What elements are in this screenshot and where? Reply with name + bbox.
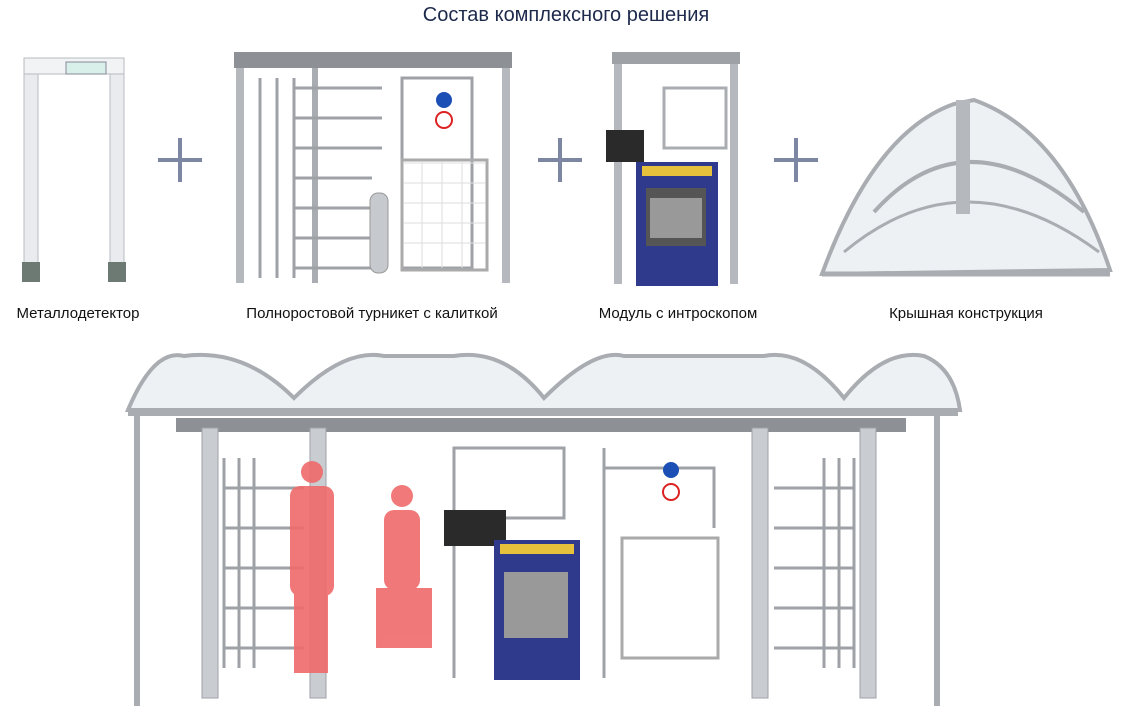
roof-structure-image: [819, 97, 1113, 277]
component-label-xray-module: Модуль с интроскопом: [598, 305, 758, 322]
component-label-turnstile: Полноростовой турникет с калиткой: [246, 305, 498, 322]
xray-module-image: [606, 52, 740, 286]
component-label-metal-detector: Металлодетектор: [16, 305, 140, 322]
turnstile-image: [234, 52, 512, 283]
plus-icon: [538, 138, 582, 182]
plus-icon: [774, 138, 818, 182]
plus-icon: [158, 138, 202, 182]
component-label-roof: Крышная конструкция: [889, 305, 1043, 322]
assembled-solution-image: [124, 352, 963, 706]
page-title: Состав комплексного решения: [422, 4, 710, 26]
metal-detector-image: [22, 57, 126, 282]
